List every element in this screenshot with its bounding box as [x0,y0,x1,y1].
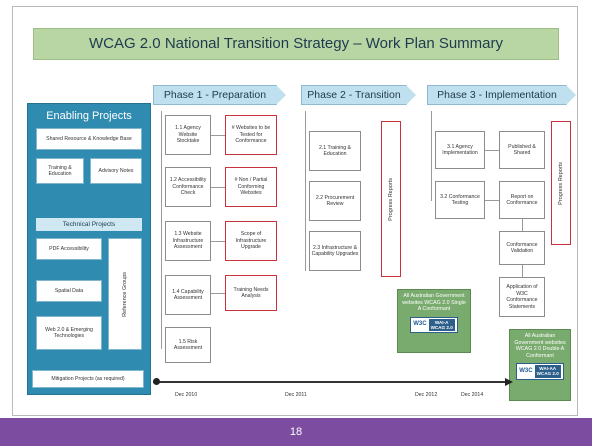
reference-groups-label: Reference Groups [121,271,128,317]
milestone-double-a-text: All Australian Government websites WCAG … [514,333,566,359]
w3c-logo-a: W3C [413,321,427,328]
phase3-output-2: Report on Conformance [499,181,545,219]
phase2-item-2: 2.2 Procurement Review [309,181,361,221]
phase1-item-3: 1.3 Website Infrastructure Assessment [165,221,211,261]
phase1-output-1: # Websites to be Tested for Conformance [225,115,277,155]
phase1-item-5: 1.5 Risk Assessment [165,327,211,363]
phase3-output-4: Application of W3C Conformance Statement… [499,277,545,317]
phase1-item-1: 1.1 Agency Website Stocktake [165,115,211,155]
phase3-output-3: Conformance Validation [499,231,545,265]
milestone-double-a: All Australian Government websites WCAG … [509,329,571,401]
phase3-progress-label: Progress Reports [557,161,564,205]
phase1-item-4: 1.4 Capability Assessment [165,275,211,315]
phase1-item-2: 1.2 Accessibility Conformance Check [165,167,211,207]
phase3-item-2: 3.2 Conformance Testing [435,181,485,219]
technical-projects-title: Technical Projects [36,218,142,231]
phase1-output-2: # Non / Partial Conforming Websites [225,167,277,207]
wai-aa-line1: WAI-AA [539,366,557,372]
web20-box: Web 2.0 & Emerging Technologies [36,316,102,350]
wai-a-line1: WAI-A [434,319,449,325]
arrow-1-4 [211,293,225,294]
timeline-date-2011: Dec 2011 [285,392,307,398]
arrow-1-3 [211,241,225,242]
phase-3-header: Phase 3 - Implementation [427,85,576,105]
phase3-output-1: Published & Shared [499,131,545,169]
w3c-logo-aa: W3C [519,367,533,374]
phase-2-header: Phase 2 - Transition [301,85,416,105]
wai-aa-line2: WCAG 2.0 [536,371,559,377]
advisory-notes-box: Advisory Notes [90,158,142,184]
phase-1-header: Phase 1 - Preparation [153,85,286,105]
timeline-arrowhead [505,378,513,386]
mitigation-projects-box: Mitigation Projects (as required) [32,370,144,388]
arrow-3-2 [485,200,499,201]
phase1-output-4: Training Needs Analysis [225,275,277,311]
slide: WCAG 2.0 National Transition Strategy – … [12,6,578,416]
phase1-connector [161,111,162,349]
enabling-projects-title: Enabling Projects [46,110,132,122]
milestone-single-a-text: All Australian Government websites WCAG … [402,293,466,313]
phase3-connector [431,111,432,201]
training-education-box: Training & Education [36,158,84,184]
enabling-projects-panel: Enabling Projects Shared Resource & Know… [27,103,151,395]
phase2-progress-reports: Progress Reports [381,121,401,277]
wai-a-line2: WCAG 2.0 [430,324,453,330]
spatial-data-box: Spatial Data [36,280,102,302]
phase2-item-1: 2.1 Training & Education [309,131,361,171]
milestone-single-a: All Australian Government websites WCAG … [397,289,471,353]
arrow-1-1 [211,135,225,136]
diagram-title: WCAG 2.0 National Transition Strategy – … [33,28,559,60]
pdf-accessibility-box: PDF Accessibility [36,238,102,260]
phase1-output-3: Scope of Infrastructure Upgrade [225,221,277,261]
page-number-bar: 18 [0,418,592,446]
timeline-date-2012: Dec 2012 [415,392,438,398]
timeline-axis [153,381,507,383]
phase3-progress-reports: Progress Reports [551,121,571,245]
arrow-3-4 [522,265,523,277]
page-number: 18 [289,426,303,438]
arrow-1-2 [211,187,225,188]
arrow-3-3 [522,219,523,231]
phase2-item-3: 2.3 Infrastructure & Capability Upgrades [309,231,361,271]
timeline-start-dot [153,378,160,385]
phase3-item-1: 3.1 Agency Implementation [435,131,485,169]
timeline-date-2014: Dec 2014 [461,392,484,398]
reference-groups-box: Reference Groups [108,238,142,350]
arrow-3-1 [485,150,499,151]
shared-resource-box: Shared Resource & Knowledge Base [36,128,142,150]
timeline-date-2010: Dec 2010 [175,392,198,398]
phase2-progress-label: Progress Reports [387,177,394,221]
phase2-connector [305,111,306,271]
